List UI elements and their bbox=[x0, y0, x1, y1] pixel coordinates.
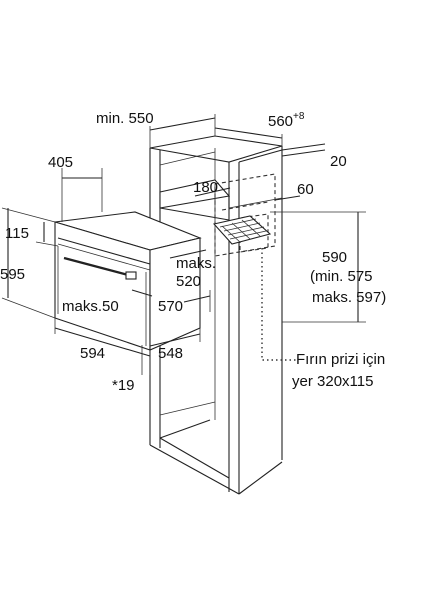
label-front-gap: *19 bbox=[112, 377, 135, 394]
label-maks: maks. bbox=[176, 255, 216, 272]
label-maks-value: 520 bbox=[176, 273, 201, 290]
label-niche-height: 590 bbox=[322, 249, 347, 266]
label-cabinet-depth: 560+8 bbox=[268, 111, 305, 130]
label-vent-height: 180 bbox=[193, 179, 218, 196]
label-oven-depth: 548 bbox=[158, 345, 183, 362]
socket-recess bbox=[212, 215, 296, 361]
label-niche-min: (min. 575 bbox=[310, 268, 373, 285]
dimension-lines bbox=[1, 114, 366, 375]
ventilation-cutout bbox=[214, 173, 276, 257]
label-niche-max: maks. 597) bbox=[312, 289, 386, 306]
label-vent-right: 60 bbox=[297, 181, 314, 198]
label-socket-line1: Fırın prizi için bbox=[296, 351, 385, 368]
label-door-maks: maks.50 bbox=[62, 298, 119, 315]
label-oven-top: 115 bbox=[5, 225, 29, 242]
label-oven-height: 595 bbox=[0, 266, 25, 283]
label-door-depth: 570 bbox=[158, 298, 183, 315]
label-oven-width: 594 bbox=[80, 345, 105, 362]
label-oven-depth-top: 405 bbox=[48, 154, 73, 171]
label-cabinet-width: min. 550 bbox=[96, 110, 154, 127]
label-back-gap: 20 bbox=[330, 153, 347, 170]
label-socket-line2: yer 320x115 bbox=[292, 373, 373, 390]
